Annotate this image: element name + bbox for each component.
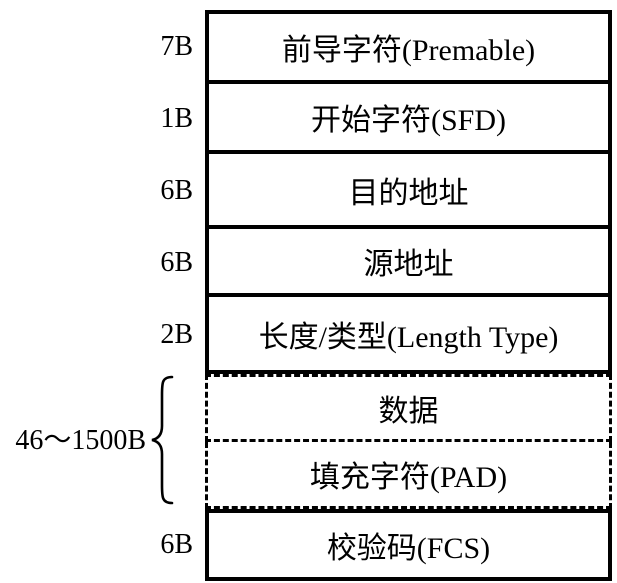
field-label-fcs: 校验码(FCS) — [326, 532, 491, 565]
frame-box: 前导字符(Premable) 开始字符(SFD) 目的地址 源地址 长度/类型(… — [205, 10, 612, 581]
field-label-source-address: 源地址 — [363, 248, 454, 281]
size-label-length-type: 2B — [160, 319, 193, 350]
field-label-sfd: 开始字符(SFD) — [310, 104, 506, 137]
frame-field-source-address: 源地址 — [205, 229, 612, 297]
frame-field-pad: 填充字符(PAD) — [205, 442, 612, 509]
size-label-sfd: 1B — [160, 103, 193, 134]
frame-field-fcs: 校验码(FCS) — [205, 509, 612, 581]
size-label-source-address: 6B — [160, 247, 193, 278]
curly-brace — [151, 375, 174, 505]
field-label-pad: 填充字符(PAD) — [309, 461, 508, 494]
frame-field-data: 数据 — [205, 374, 612, 442]
field-label-data: 数据 — [378, 395, 439, 428]
field-label-length-type: 长度/类型(Length Type) — [258, 320, 559, 354]
frame-field-destination-address: 目的地址 — [205, 154, 612, 229]
size-label-destination-address: 6B — [160, 175, 193, 206]
frame-field-length-type: 长度/类型(Length Type) — [205, 297, 612, 374]
field-label-preamble: 前导字符(Premable) — [281, 34, 536, 67]
size-label-fcs: 6B — [160, 529, 193, 560]
frame-field-sfd: 开始字符(SFD) — [205, 84, 612, 154]
size-label-preamble: 7B — [160, 31, 193, 62]
frame-field-preamble: 前导字符(Premable) — [205, 10, 612, 84]
payload-range-label: 46～1500B — [15, 425, 146, 456]
field-label-destination-address: 目的地址 — [348, 176, 469, 210]
